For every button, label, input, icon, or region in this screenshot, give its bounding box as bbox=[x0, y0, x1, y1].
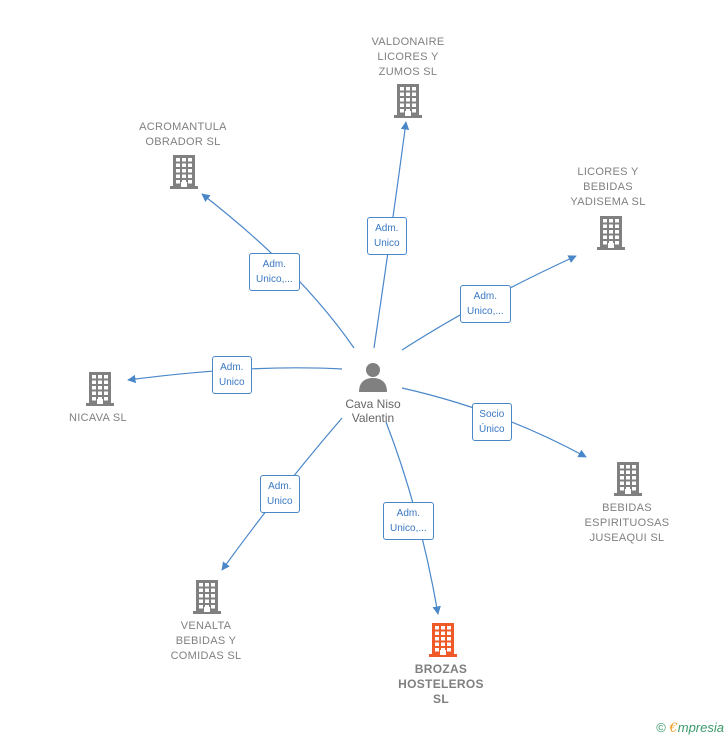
company-node-acromantula[interactable] bbox=[168, 155, 200, 194]
copyright-symbol: © bbox=[656, 720, 666, 735]
company-name-valdonaire[interactable]: VALDONAIRE LICORES Y ZUMOS SL bbox=[371, 36, 445, 78]
brand-logo-text: mpresia bbox=[677, 720, 724, 735]
edge-label-acromantula[interactable]: Adm. Unico,... bbox=[249, 253, 300, 291]
edge-label-bebidas[interactable]: Socio Único bbox=[472, 403, 512, 441]
brand-logo-initial: € bbox=[669, 721, 678, 736]
person-icon bbox=[359, 363, 387, 392]
building-icon bbox=[170, 155, 198, 189]
edge-label-venalta[interactable]: Adm. Unico bbox=[260, 475, 300, 513]
company-name-nicava[interactable]: NICAVA SL bbox=[69, 412, 127, 424]
company-name-venalta[interactable]: VENALTA BEBIDAS Y COMIDAS SL bbox=[170, 620, 242, 662]
edge-label-valdonaire[interactable]: Adm. Unico bbox=[367, 217, 407, 255]
building-icon bbox=[614, 462, 642, 496]
company-node-valdonaire[interactable] bbox=[392, 84, 424, 123]
company-node-venalta[interactable] bbox=[191, 580, 223, 619]
company-node-brozas[interactable] bbox=[427, 623, 459, 662]
edge-label-licores[interactable]: Adm. Unico,... bbox=[460, 285, 511, 323]
building-icon bbox=[597, 216, 625, 250]
company-name-licores[interactable]: LICORES Y BEBIDAS YADISEMA SL bbox=[570, 166, 646, 208]
company-name-acromantula[interactable]: ACROMANTULA OBRADOR SL bbox=[139, 121, 227, 148]
edge-label-nicava[interactable]: Adm. Unico bbox=[212, 356, 252, 394]
company-name-bebidas[interactable]: BEBIDAS ESPIRITUOSAS JUSEAQUI SL bbox=[584, 502, 670, 544]
company-node-bebidas[interactable] bbox=[612, 462, 644, 501]
building-icon bbox=[193, 580, 221, 614]
company-name-brozas[interactable]: BROZAS HOSTELEROS SL bbox=[398, 662, 484, 706]
company-node-nicava[interactable] bbox=[84, 372, 116, 411]
building-icon bbox=[394, 84, 422, 118]
edge-label-brozas[interactable]: Adm. Unico,... bbox=[383, 502, 434, 540]
person-node[interactable] bbox=[357, 361, 389, 393]
building-icon bbox=[429, 623, 457, 657]
building-icon bbox=[86, 372, 114, 406]
person-name: Cava Niso Valentin bbox=[345, 397, 401, 425]
company-node-licores[interactable] bbox=[595, 216, 627, 255]
footer-brand: © €mpresia bbox=[656, 720, 724, 736]
